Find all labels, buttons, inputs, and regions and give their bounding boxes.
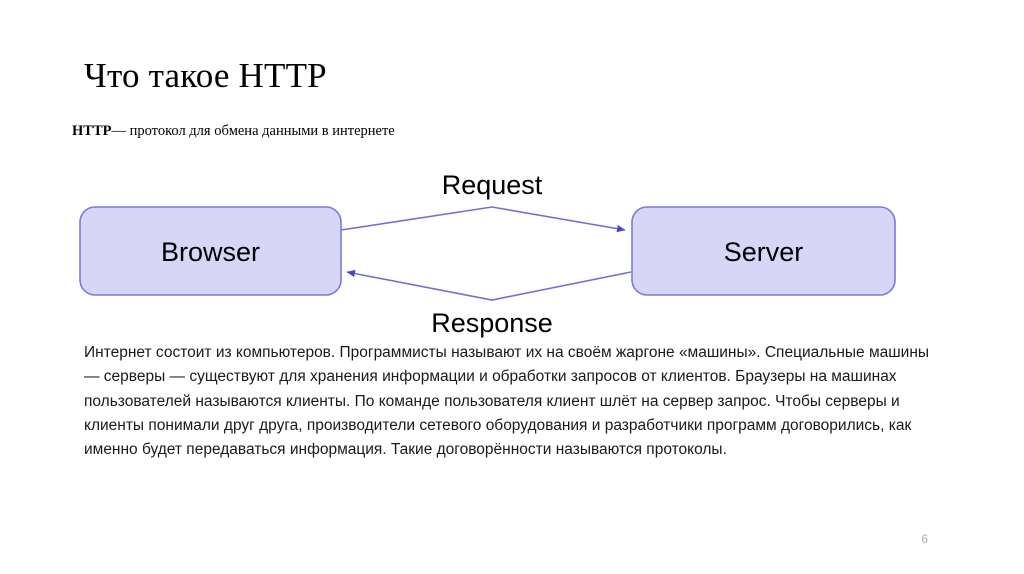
- node-browser[interactable]: Browser: [79, 206, 342, 296]
- subtitle-rest: — протокол для обмена данными в интернет…: [111, 123, 395, 139]
- request-label: Request: [442, 170, 543, 200]
- body-paragraph: Интернет состоит из компьютеров. Програм…: [84, 344, 930, 459]
- subtitle-lead: HTTP: [72, 123, 112, 139]
- node-server-box[interactable]: [631, 206, 896, 296]
- http-request-response-diagram: Browser Server Request Response: [0, 160, 1024, 345]
- response-label: Response: [431, 308, 553, 338]
- page-number: 6: [921, 532, 928, 546]
- response-arrow: [346, 269, 632, 301]
- body-text: Интернет состоит из компьютеров. Програм…: [84, 341, 944, 462]
- node-browser-box[interactable]: [79, 206, 342, 296]
- subtitle: HTTP— протокол для обмена данными в инте…: [72, 121, 395, 141]
- diagram-svg: Browser Server Request Response: [79, 170, 896, 338]
- node-browser-label: Browser: [161, 237, 260, 267]
- node-server[interactable]: Server: [631, 206, 896, 296]
- node-server-label: Server: [724, 237, 804, 267]
- request-arrow: [340, 206, 626, 233]
- page-title: Что такое HTTP: [84, 56, 327, 95]
